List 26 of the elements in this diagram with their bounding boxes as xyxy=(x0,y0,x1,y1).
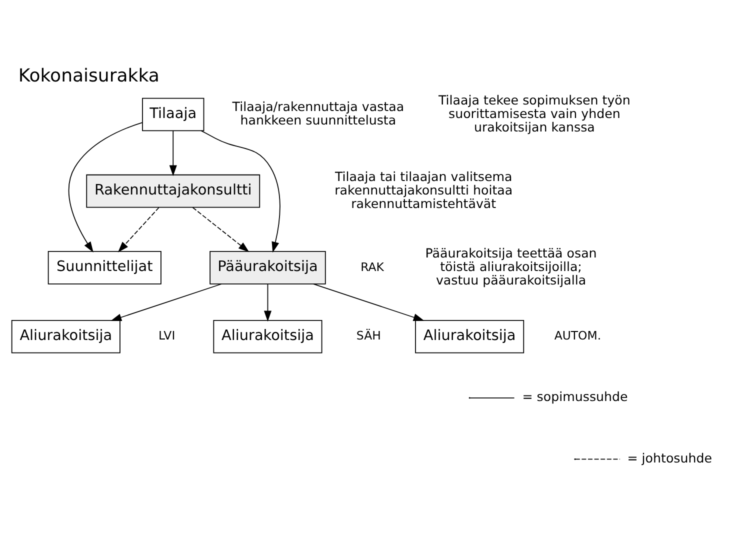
arrow xyxy=(192,207,250,252)
label: Tilaaja tekee sopimuksen työn suorittamisesta vain yhden urakoitsijan kanssa xyxy=(438,92,630,134)
label: Pääurakoitsija teettää osan töistä aliurakoitsijoilla; vastuu pääurakoitsijalla xyxy=(425,246,597,288)
arrow xyxy=(110,284,222,321)
node-box: Pääurakoitsija xyxy=(210,251,326,284)
arrow xyxy=(200,130,280,253)
node-box: Rakennuttajakonsultti xyxy=(86,174,260,208)
node-box: Suunnittelijat xyxy=(48,251,162,284)
label: Tilaaja tai tilaajan valitsema rakennuttajakonsultti hoitaa rakennuttamistehtävät xyxy=(334,168,513,211)
node-label: LVI xyxy=(158,328,176,343)
node-box: Tilaaja xyxy=(142,98,204,132)
arrow xyxy=(169,130,177,176)
arrow xyxy=(312,284,424,321)
legend-label: = sopimussuhde xyxy=(522,389,628,404)
legend-label: = johtosuhde xyxy=(627,450,712,466)
label: Tilaaja/rakennuttaja vastaa hankkeen suunnittelusta xyxy=(232,99,404,128)
node-box: Aliurakoitsija xyxy=(415,320,524,354)
node-box: Aliurakoitsija xyxy=(11,320,120,354)
node-box: Aliurakoitsija xyxy=(213,320,322,354)
arrow xyxy=(68,122,143,252)
diagram-title: Kokonaisurakka xyxy=(18,66,160,87)
node-label: AUTOM. xyxy=(554,328,602,343)
arrow xyxy=(118,207,160,252)
arrow xyxy=(264,284,272,322)
node-label: RAK xyxy=(360,260,384,274)
node-label: SÄH xyxy=(356,328,381,343)
